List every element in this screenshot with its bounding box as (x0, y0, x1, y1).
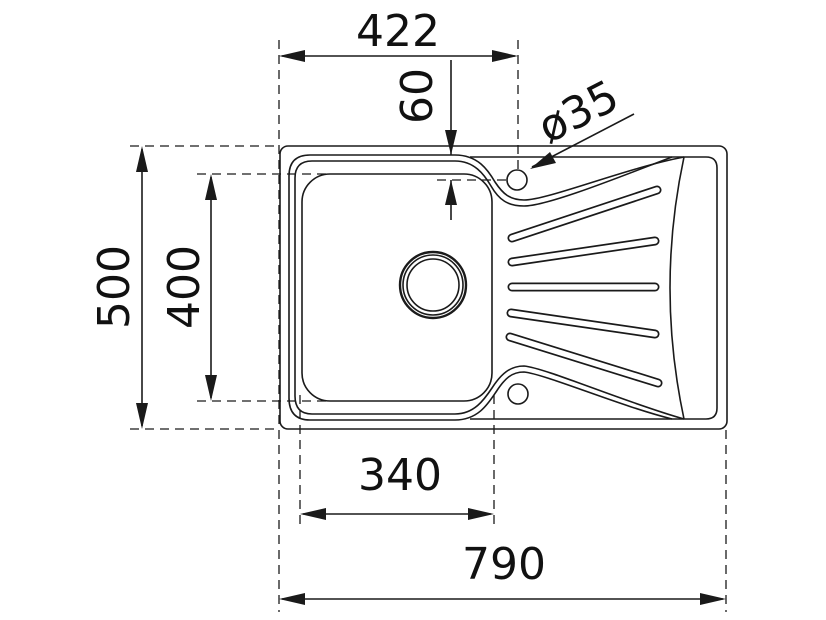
tap-hole-bottom (507, 383, 529, 405)
drainer-grooves (505, 185, 663, 388)
svg-text:60: 60 (392, 68, 443, 124)
drain-icon (398, 250, 468, 320)
svg-text:422: 422 (356, 6, 440, 57)
drainer-inner-border (470, 156, 718, 420)
bowl-rim-top-curve-inner (454, 156, 673, 207)
svg-text:ø35: ø35 (530, 71, 627, 154)
dimension-tap-hole-diameter: ø35 (530, 71, 635, 169)
svg-text:340: 340 (358, 450, 442, 501)
dimension-790: 790 (279, 539, 726, 605)
svg-text:790: 790 (462, 539, 546, 590)
dimension-422: 422 (279, 6, 518, 62)
dimension-340: 340 (300, 450, 494, 520)
bowl-basin (301, 173, 493, 402)
tap-hole-top (506, 169, 528, 191)
dimension-400: 400 (159, 174, 217, 401)
bowl-rim-inner (294, 160, 685, 420)
dimension-60: 60 (392, 60, 457, 220)
svg-text:400: 400 (159, 245, 210, 329)
sink-outer-frame (279, 145, 728, 430)
drainer-curved-edge (669, 156, 685, 420)
dimension-500: 500 (89, 146, 148, 429)
bowl-rim-top-curve-outer (454, 154, 685, 201)
svg-text:500: 500 (89, 245, 140, 329)
